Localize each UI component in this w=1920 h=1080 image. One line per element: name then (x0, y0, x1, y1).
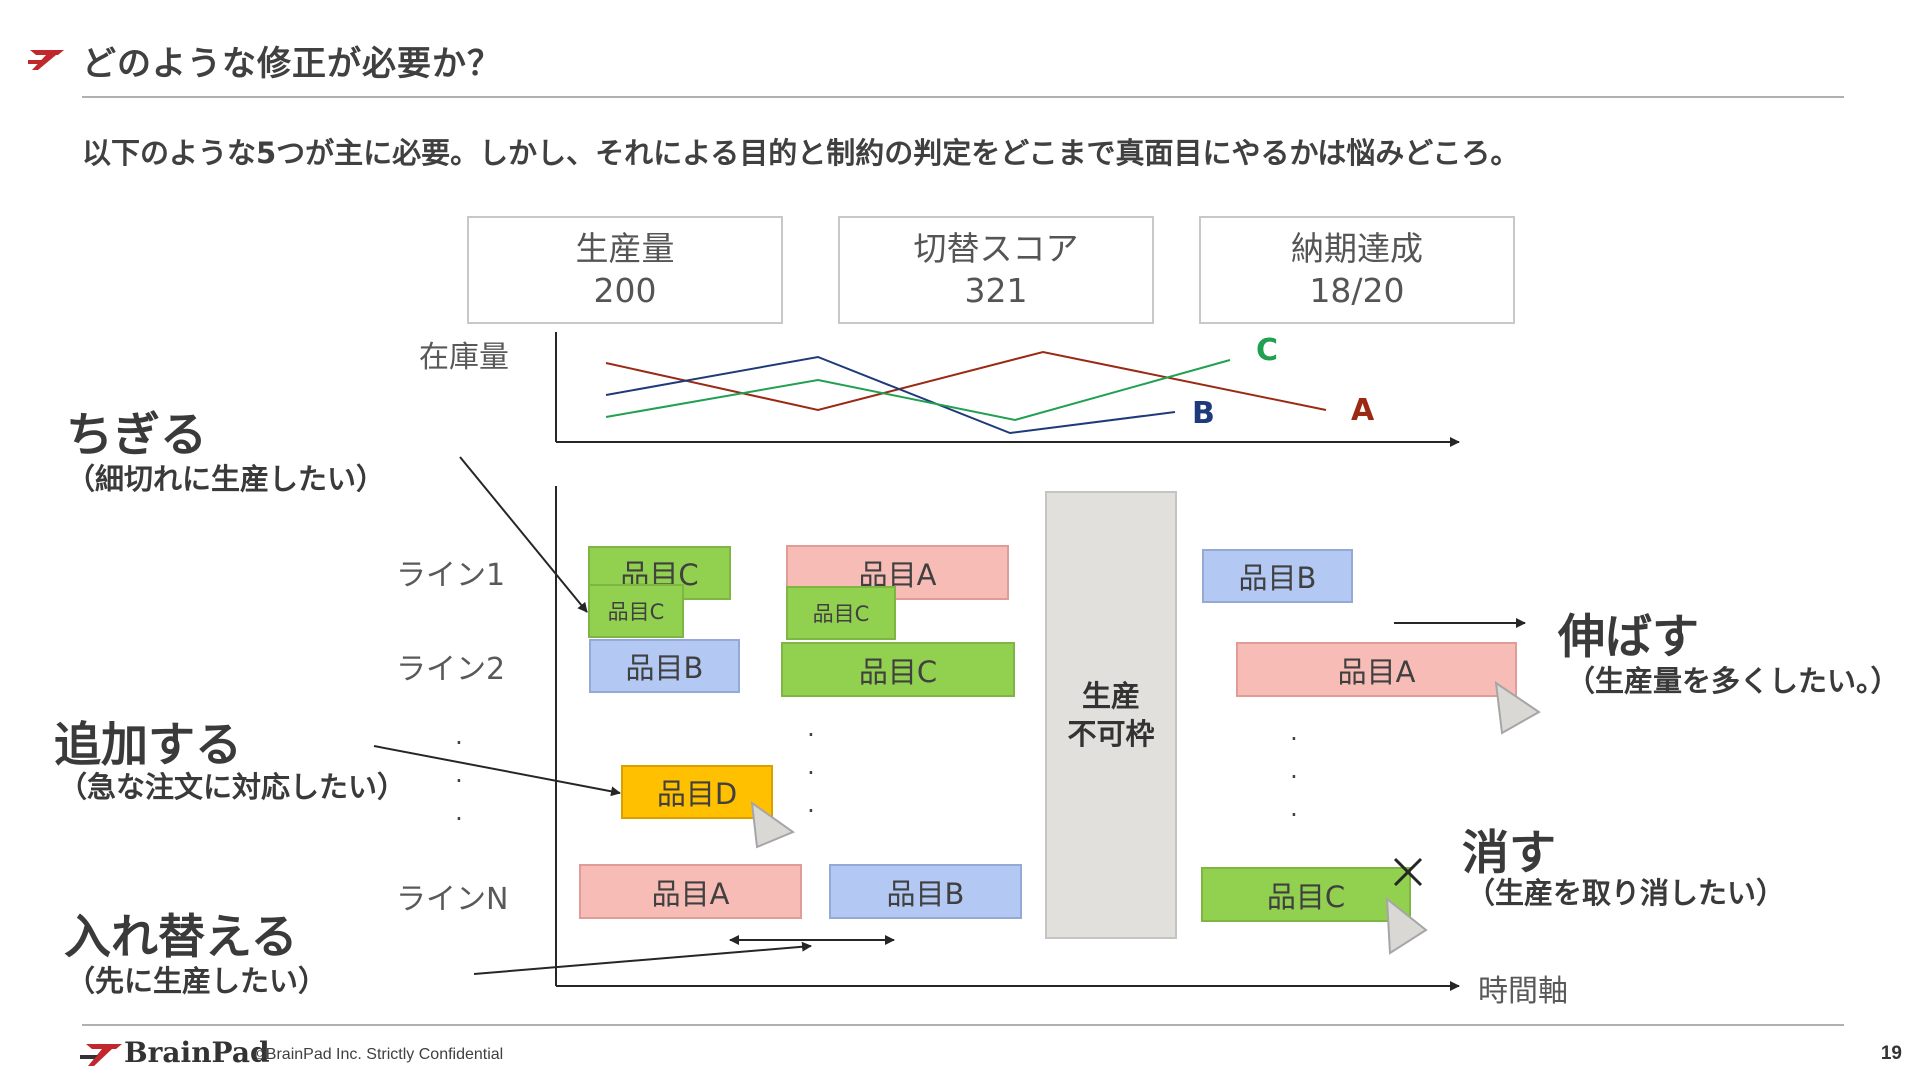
kpi-value: 321 (964, 271, 1028, 310)
annotation-swap-note: （先に生産したい） (66, 964, 328, 998)
kpi-value: 18/20 (1309, 271, 1405, 310)
extend-handle-icon (1494, 680, 1541, 735)
extend-handle-icon (1385, 896, 1428, 955)
inventory-axis-label: 在庫量 (419, 340, 509, 375)
series-label-b: B (1192, 396, 1215, 431)
ellipsis-dots: · · · (455, 729, 463, 833)
delete-cross-icon (1393, 857, 1423, 887)
blocked-slot-label: 生産 不可枠 (1067, 679, 1155, 751)
schedule-block-added[interactable]: 品目D (621, 765, 773, 819)
schedule-block-split[interactable]: 品目C (786, 586, 896, 640)
annotation-remove-note: （生産を取り消したい） (1466, 876, 1786, 910)
schedule-block[interactable]: 品目C (781, 642, 1015, 697)
line-label-2: ライン2 (396, 652, 506, 687)
kpi-box-switch-score: 切替スコア 321 (838, 216, 1154, 324)
ellipsis-dots: · · · (1290, 725, 1298, 829)
schedule-block[interactable]: 品目A (579, 864, 802, 919)
annotation-extend-note: （生産量を多くしたい。） (1566, 664, 1900, 698)
inventory-series-b (605, 355, 1176, 435)
line-label-n: ラインN (396, 882, 509, 917)
annotation-swap-title: 入れ替える (64, 910, 298, 965)
title-divider (82, 96, 1844, 98)
arrow-split (459, 456, 588, 613)
schedule-block-removed[interactable]: 品目C (1201, 867, 1411, 922)
inventory-series-a (605, 350, 1327, 412)
kpi-label: 生産量 (575, 229, 675, 268)
blocked-production-slot: 生産 不可枠 (1045, 491, 1177, 939)
schedule-block-extended[interactable]: 品目A (1236, 642, 1517, 697)
annotation-add-note: （急な注文に対応したい） (58, 770, 407, 804)
schedule-block[interactable]: 品目B (589, 639, 740, 693)
kpi-value: 200 (593, 271, 657, 310)
kpi-box-production: 生産量 200 (467, 216, 783, 324)
annotation-remove-title: 消す (1462, 826, 1556, 881)
inventory-series-c (605, 359, 1231, 422)
brand-logo-icon (80, 1044, 122, 1066)
page-number: 19 (1880, 1043, 1902, 1064)
schedule-block-split[interactable]: 品目C (588, 584, 684, 638)
page-title: どのような修正が必要か？ (82, 44, 502, 84)
kpi-box-delivery: 納期達成 18/20 (1199, 216, 1515, 324)
kpi-label: 納期達成 (1291, 229, 1423, 268)
footer-copyright: ©BrainPad Inc. Strictly Confidential (254, 1046, 504, 1063)
footer-brand-name: BrainPad (124, 1036, 270, 1069)
kpi-label: 切替スコア (913, 229, 1079, 268)
annotation-split-note: （細切れに生産したい） (66, 462, 386, 496)
annotation-split-title: ちぎる (66, 408, 207, 463)
ellipsis-dots: · · · (807, 721, 815, 825)
footer-divider (82, 1024, 1844, 1026)
extend-handle-icon (750, 800, 796, 849)
brand-logo-icon (28, 50, 64, 70)
schedule-block[interactable]: 品目B (1202, 549, 1353, 603)
arrow-add (373, 745, 621, 797)
series-label-c: C (1256, 333, 1279, 368)
arrow-swap (473, 941, 812, 975)
page-subtitle: 以下のような5つが主に必要。しかし、それによる目的と制約の判定をどこまで真面目に… (82, 136, 1520, 170)
annotation-extend-title: 伸ばす (1558, 610, 1699, 665)
line-label-1: ライン1 (396, 558, 506, 593)
time-axis-label: 時間軸 (1478, 974, 1568, 1009)
schedule-block[interactable]: 品目B (829, 864, 1022, 919)
series-label-a: A (1351, 393, 1375, 428)
annotation-add-title: 追加する (54, 718, 242, 773)
